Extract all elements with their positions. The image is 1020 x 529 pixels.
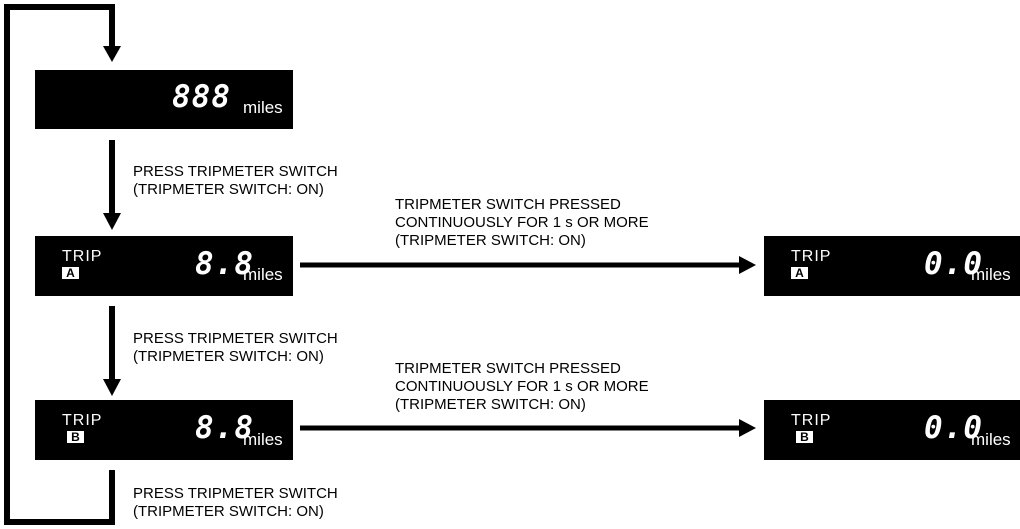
hold-switch-label-2: TRIPMETER SWITCH PRESSED CONTINUOUSLY FO… (395, 360, 649, 414)
label-line: (TRIPMETER SWITCH: ON) (133, 503, 324, 520)
arrow-into-main-display (103, 46, 121, 62)
odometer-display: 888 miles (35, 70, 293, 129)
label-line: PRESS TRIPMETER SWITCH (133, 485, 338, 502)
trip-b-digits: 8.8 (195, 410, 254, 446)
trip-a-badge: A (62, 267, 79, 279)
trip-b-badge: B (67, 431, 84, 443)
odometer-digits: 888 (172, 79, 231, 115)
trip-a-badge: A (791, 267, 808, 279)
trip-a-display: TRIP A 8.8 miles (35, 236, 293, 296)
trip-b-badge: B (796, 431, 813, 443)
label-line: (TRIPMETER SWITCH: ON) (395, 232, 586, 249)
trip-b-reset-unit: miles (971, 430, 1011, 449)
press-switch-label-3: PRESS TRIPMETER SWITCH (TRIPMETER SWITCH… (133, 485, 338, 521)
trip-a-digits: 8.8 (195, 246, 254, 282)
label-line: (TRIPMETER SWITCH: ON) (133, 181, 324, 198)
trip-label: TRIP (791, 248, 832, 265)
trip-b-unit: miles (243, 430, 283, 449)
loop-back-line (4, 4, 115, 525)
trip-label: TRIP (62, 412, 103, 429)
trip-a-reset-unit: miles (971, 265, 1011, 284)
trip-b-display: TRIP B 8.8 miles (35, 400, 293, 460)
label-line: CONTINUOUSLY FOR 1 s OR MORE (395, 378, 649, 395)
odometer-unit: miles (243, 98, 283, 117)
trip-b-reset-digits: 0.0 (924, 410, 983, 446)
trip-a-reset-digits: 0.0 (924, 246, 983, 282)
label-line: (TRIPMETER SWITCH: ON) (395, 396, 586, 413)
label-line: PRESS TRIPMETER SWITCH (133, 330, 338, 347)
press-switch-label-2: PRESS TRIPMETER SWITCH (TRIPMETER SWITCH… (133, 330, 338, 366)
trip-label: TRIP (62, 248, 103, 265)
label-line: TRIPMETER SWITCH PRESSED (395, 360, 621, 377)
trip-a-reset-display: TRIP A 0.0 miles (764, 236, 1020, 296)
label-line: TRIPMETER SWITCH PRESSED (395, 196, 621, 213)
label-line: (TRIPMETER SWITCH: ON) (133, 348, 324, 365)
trip-b-reset-display: TRIP B 0.0 miles (764, 400, 1020, 460)
trip-label: TRIP (791, 412, 832, 429)
label-line: CONTINUOUSLY FOR 1 s OR MORE (395, 214, 649, 231)
hold-switch-label-1: TRIPMETER SWITCH PRESSED CONTINUOUSLY FO… (395, 196, 649, 250)
press-switch-label-1: PRESS TRIPMETER SWITCH (TRIPMETER SWITCH… (133, 163, 338, 199)
trip-a-unit: miles (243, 265, 283, 284)
label-line: PRESS TRIPMETER SWITCH (133, 163, 338, 180)
